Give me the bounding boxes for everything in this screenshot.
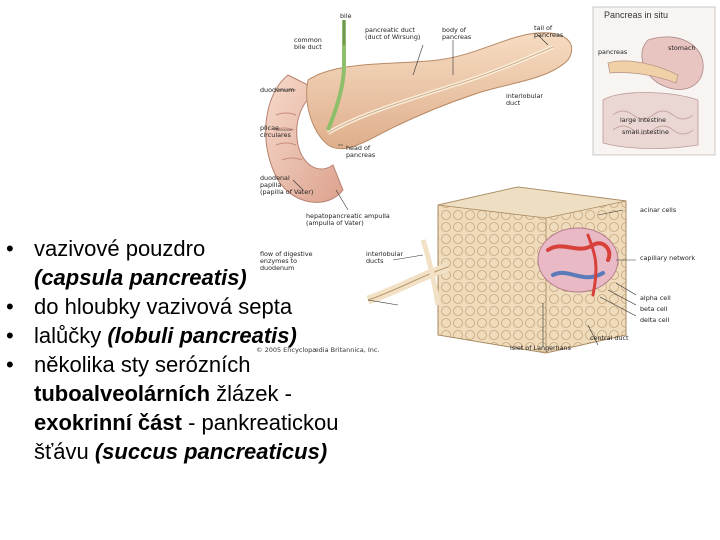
- bullet-text: do hloubky vazivová septa: [34, 294, 293, 319]
- bullet-item: • do hloubky vazivová septa: [6, 292, 436, 321]
- label-body-of-pancreas: body of pancreas: [442, 26, 472, 41]
- bullet-text: lalůčky: [34, 323, 108, 348]
- inset-label-large-intestine: large intestine: [620, 116, 667, 124]
- bullet-text: několika sty serózních: [34, 352, 251, 377]
- bullet-line: exokrinní část - pankreatickou: [34, 408, 436, 437]
- bullet-text-bold: tuboalveolárních: [34, 381, 211, 406]
- bullet-marker: •: [6, 323, 14, 348]
- bile-duct-shape: [326, 20, 346, 131]
- label-bile: bile: [340, 12, 352, 20]
- pancreas-anatomy-drawing: [265, 6, 716, 354]
- label-interlobular-duct: interlobular duct: [506, 92, 544, 107]
- label-central-duct: central duct: [590, 334, 629, 342]
- bullet-marker: •: [6, 352, 14, 377]
- bullet-marker: •: [6, 294, 14, 319]
- label-capillary-network: capillary network: [640, 254, 696, 262]
- bullet-line: šťávu (succus pancreaticus): [34, 437, 436, 466]
- copyright-notice: © 2005 Encyclopædia Britannica, Inc.: [256, 346, 380, 354]
- label-alpha-cell: alpha cell: [640, 294, 671, 302]
- label-plicae-circulares: plicae circulares: [260, 124, 291, 139]
- bullet-text-latin: (lobuli pancreatis): [107, 323, 297, 348]
- inset-label-stomach: stomach: [668, 44, 696, 52]
- bullet-list: • vazivové pouzdro (capsula pancreatis) …: [6, 234, 436, 466]
- bullet-text: - pankreatickou: [181, 410, 339, 435]
- label-islet-of-langerhans: islet of Langerhans: [510, 344, 571, 352]
- bullet-text-bold: exokrinní část: [34, 410, 182, 435]
- label-duodenal-papilla: duodenal papilla (papilla of Vater): [260, 174, 314, 196]
- bullet-text-latin: (succus pancreaticus): [94, 439, 328, 464]
- bullet-item: • vazivové pouzdro (capsula pancreatis): [6, 234, 436, 292]
- duodenum-folds: [273, 112, 303, 161]
- bullet-text: žlázek -: [210, 381, 292, 406]
- label-pancreatic-duct: pancreatic duct (duct of Wirsung): [365, 26, 421, 41]
- bullet-item: • několika sty serózních tuboalveolárníc…: [6, 350, 436, 466]
- label-beta-cell: beta cell: [640, 305, 668, 313]
- label-hepatopancreatic-ampulla: hepatopancreatic ampulla (ampulla of Vat…: [306, 212, 390, 227]
- bullet-marker: •: [6, 236, 14, 261]
- label-duodenum: duodenum: [260, 86, 295, 94]
- pancreas-illustration: bile common bile duct pancreatic duct (d…: [248, 5, 718, 355]
- bullet-item: • lalůčky (lobuli pancreatis): [6, 321, 436, 350]
- label-interlobular-ducts: interlobular ducts: [366, 250, 404, 265]
- label-head-of-pancreas: head of pancreas: [346, 144, 376, 159]
- label-flow-of-digestive-enzymes: flow of digestive enzymes to duodenum: [260, 250, 313, 272]
- label-common-bile-duct: common bile duct: [294, 36, 322, 51]
- bullet-text-latin: (capsula pancreatis): [34, 265, 247, 290]
- inset-label-pancreas: pancreas: [598, 48, 628, 56]
- bullet-text: vazivové pouzdro: [34, 236, 206, 261]
- label-delta-cell: delta cell: [640, 316, 670, 324]
- label-tail-of-pancreas: tail of pancreas: [534, 24, 564, 39]
- inset-label-small-intestine: small intestine: [622, 128, 669, 136]
- inset-title: Pancreas in situ: [604, 10, 669, 20]
- bullet-line: tuboalveolárních žlázek -: [34, 379, 436, 408]
- duodenum-shape: [265, 74, 344, 203]
- label-acinar-cells: acinar cells: [640, 206, 677, 214]
- bullet-text: šťávu: [34, 439, 95, 464]
